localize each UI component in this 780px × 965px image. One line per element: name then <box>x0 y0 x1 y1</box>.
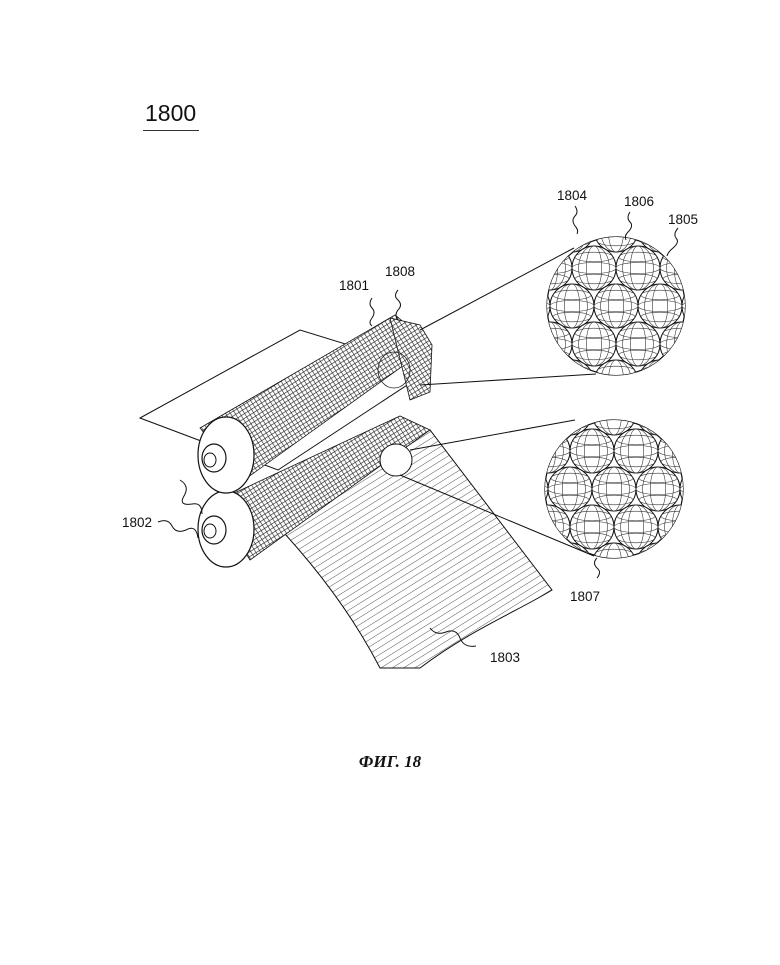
film-detail-marker <box>380 444 412 476</box>
sphere-particle <box>506 208 550 252</box>
figure-caption: ФИГ. 18 <box>0 752 780 772</box>
sphere-particle <box>572 246 616 290</box>
sphere-particle <box>570 429 614 473</box>
sphere-particle <box>682 284 726 328</box>
label-1802: 1802 <box>122 515 152 530</box>
sphere-particle <box>550 360 594 404</box>
sphere-particle <box>638 284 682 328</box>
label-1806: 1806 <box>624 194 654 209</box>
sphere-particle <box>616 246 660 290</box>
sphere-particle <box>592 467 636 511</box>
label-1805: 1805 <box>668 212 698 227</box>
label-1801: 1801 <box>339 278 369 293</box>
sphere-particle <box>592 391 636 435</box>
sphere-particle <box>704 246 748 290</box>
sphere-particle <box>550 284 594 328</box>
sphere-particle <box>594 360 638 404</box>
sphere-particle <box>702 429 746 473</box>
sphere-particle <box>658 429 702 473</box>
sphere-particle <box>526 429 570 473</box>
sphere-particle <box>528 322 572 366</box>
sphere-particle <box>506 360 550 404</box>
sphere-particle <box>614 429 658 473</box>
sphere-particle <box>614 505 658 549</box>
label-1808: 1808 <box>385 264 415 279</box>
sphere-particle <box>504 467 548 511</box>
sphere-particle <box>680 391 724 435</box>
sphere-particle <box>636 467 680 511</box>
label-1807: 1807 <box>570 589 600 604</box>
sphere-particle <box>550 208 594 252</box>
sphere-particle <box>660 246 704 290</box>
sphere-particle <box>680 543 724 587</box>
sphere-particle <box>682 360 726 404</box>
sphere-particle <box>680 467 724 511</box>
sphere-particle <box>636 543 680 587</box>
sphere-particle <box>592 543 636 587</box>
sphere-particle <box>548 543 592 587</box>
sphere-particle <box>702 505 746 549</box>
label-1804: 1804 <box>557 188 588 203</box>
sphere-particle <box>572 322 616 366</box>
sphere-particle <box>548 467 592 511</box>
sphere-particle <box>636 391 680 435</box>
sphere-particle <box>570 505 614 549</box>
sphere-particle <box>704 322 748 366</box>
sphere-particle <box>526 505 570 549</box>
magnified-view-top <box>506 208 748 404</box>
label-1803: 1803 <box>490 650 520 665</box>
sphere-particle <box>660 322 704 366</box>
sphere-particle <box>548 391 592 435</box>
sphere-particle <box>506 284 550 328</box>
sphere-particle <box>504 391 548 435</box>
sphere-particle <box>658 505 702 549</box>
sphere-particle <box>616 322 660 366</box>
sphere-particle <box>594 208 638 252</box>
sphere-particle <box>594 284 638 328</box>
magnified-view-bottom <box>504 391 746 587</box>
sphere-particle <box>638 360 682 404</box>
